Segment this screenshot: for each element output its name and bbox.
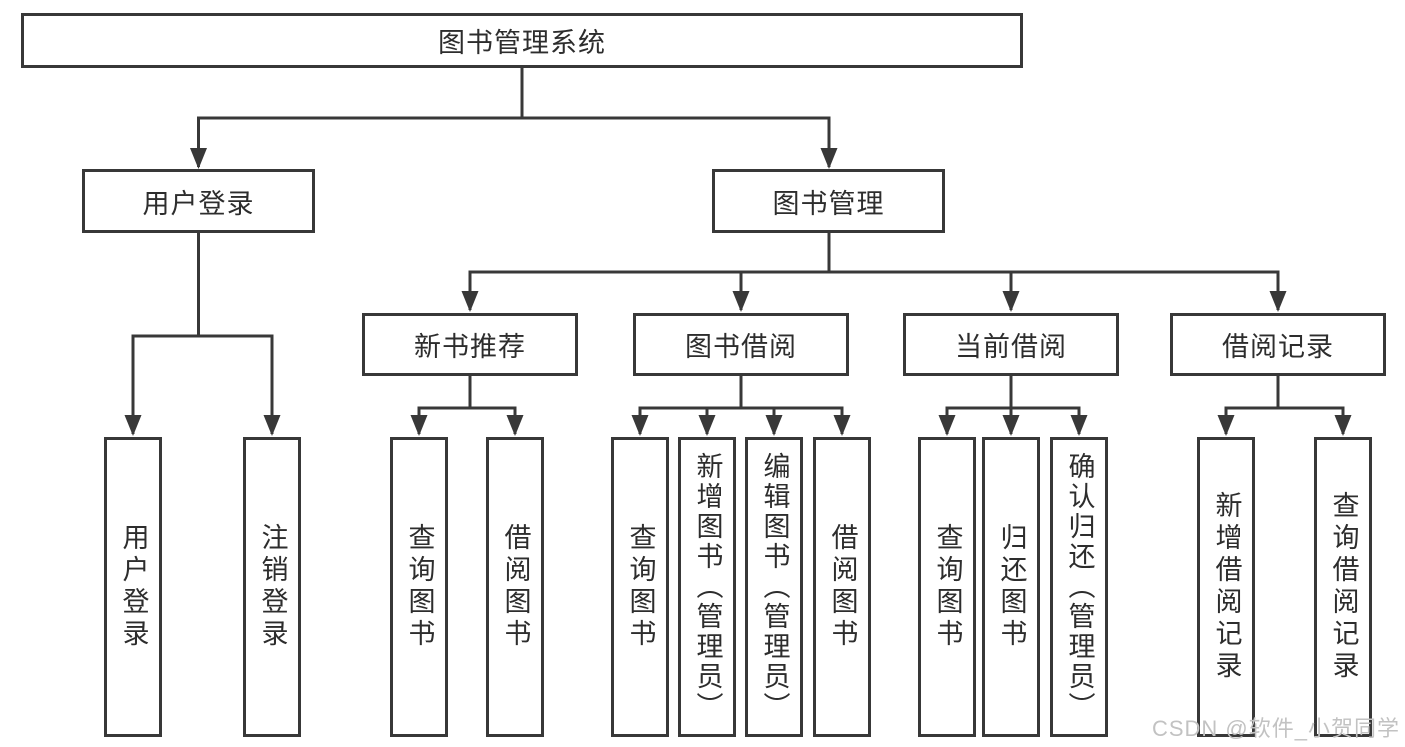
leaf-logout: 注销登录 xyxy=(243,437,301,737)
leaf-borrow-book-newrec: 借阅图书 xyxy=(486,437,544,737)
leaf-return-book: 归还图书 xyxy=(982,437,1040,737)
node-borrow-record: 借阅记录 xyxy=(1170,313,1386,376)
node-book-borrow: 图书借阅 xyxy=(633,313,849,376)
leaf-edit-book-admin: 编辑图书（管理员） xyxy=(745,437,803,737)
node-current-borrow: 当前借阅 xyxy=(903,313,1119,376)
csdn-watermark: CSDN @软件_小贺同学 xyxy=(1151,716,1400,741)
leaf-query-borrow-record: 查询借阅记录 xyxy=(1314,437,1372,737)
leaf-user-login: 用户登录 xyxy=(104,437,162,737)
leaf-add-borrow-record: 新增借阅记录 xyxy=(1197,437,1255,737)
node-user-login: 用户登录 xyxy=(82,169,315,233)
node-new-book-recommend: 新书推荐 xyxy=(362,313,578,376)
node-book-management: 图书管理 xyxy=(712,169,945,233)
leaf-query-book-current: 查询图书 xyxy=(918,437,976,737)
leaf-query-book-borrow: 查询图书 xyxy=(611,437,669,737)
leaf-query-book-newrec: 查询图书 xyxy=(390,437,448,737)
leaf-borrow-book-borrow: 借阅图书 xyxy=(813,437,871,737)
leaf-add-book-admin: 新增图书（管理员） xyxy=(678,437,736,737)
node-root: 图书管理系统 xyxy=(21,13,1023,68)
leaf-confirm-return-admin: 确认归还（管理员） xyxy=(1050,437,1108,737)
